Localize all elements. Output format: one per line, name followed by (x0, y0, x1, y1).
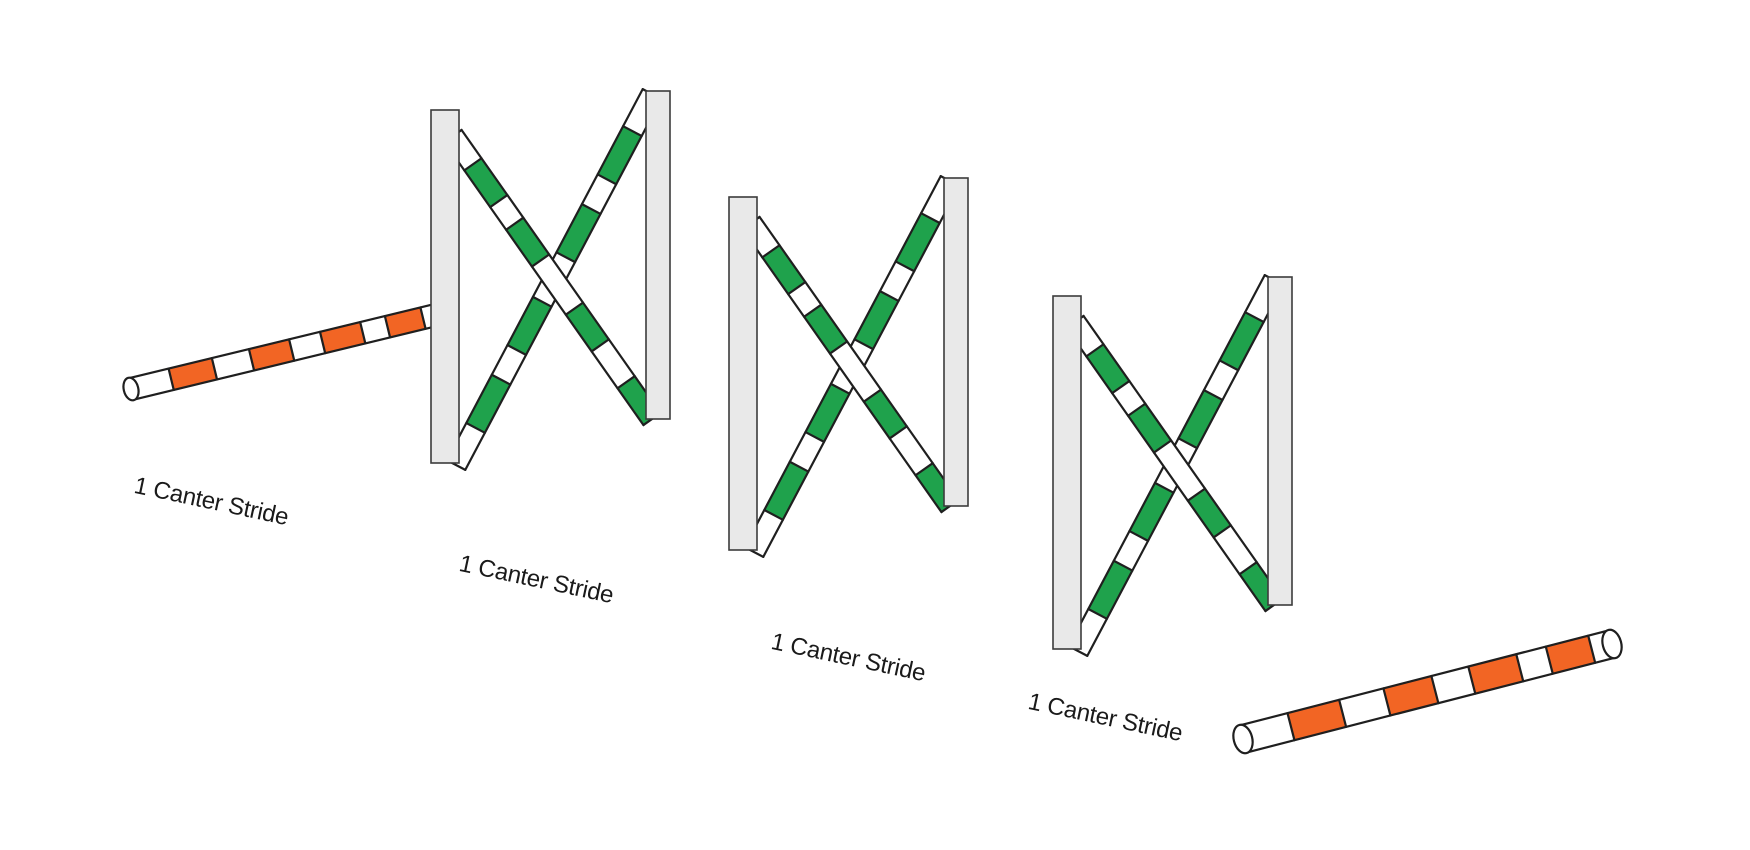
cross-rail-jump-1 (430, 87, 671, 472)
cross-pole-descending (1065, 314, 1284, 613)
jump-standard-left (1052, 295, 1082, 650)
jump-standard-right (1267, 276, 1293, 606)
pole-end-cap (1601, 628, 1623, 660)
cross-pole-ascending (743, 174, 961, 559)
cross-pole-descending (443, 128, 662, 427)
ground-pole-start (122, 302, 444, 402)
pole-end-cap (122, 376, 140, 402)
cross-rail-jump-3 (1052, 273, 1293, 658)
cross-rail-jump-2 (728, 174, 969, 559)
ground-pole-end (1232, 628, 1623, 755)
cross-pole-descending (741, 215, 960, 514)
jump-standard-left (728, 196, 758, 551)
pole-end-cap (1232, 723, 1254, 755)
jump-standard-right (943, 177, 969, 507)
jump-standard-right (645, 90, 671, 420)
jump-standard-left (430, 109, 460, 464)
